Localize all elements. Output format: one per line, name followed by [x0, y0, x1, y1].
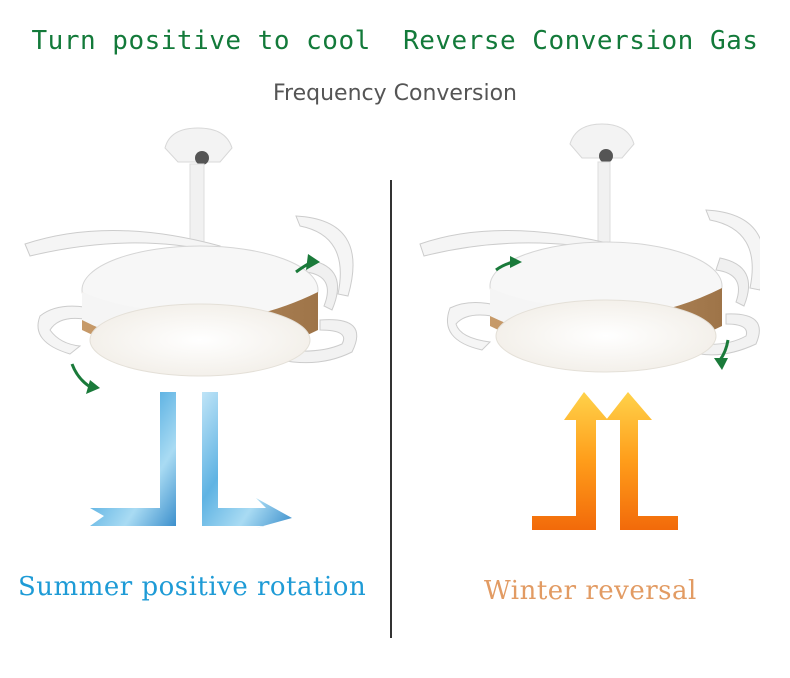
headline: Turn positive to cool Reverse Conversion… [0, 26, 790, 56]
subhead: Frequency Conversion [273, 81, 517, 106]
warm-airflow-up-icon [532, 392, 678, 530]
ceiling-fan-winter [419, 123, 760, 373]
ceiling-fan-summer [24, 127, 358, 394]
headline-left: Turn positive to cool [31, 26, 371, 56]
panel-divider [390, 180, 392, 638]
summer-caption: Summer positive rotation [18, 572, 367, 602]
cool-airflow-down-icon [90, 392, 292, 528]
winter-caption: Winter reversal [484, 576, 697, 606]
headline-right: Reverse Conversion Gas [403, 26, 759, 56]
